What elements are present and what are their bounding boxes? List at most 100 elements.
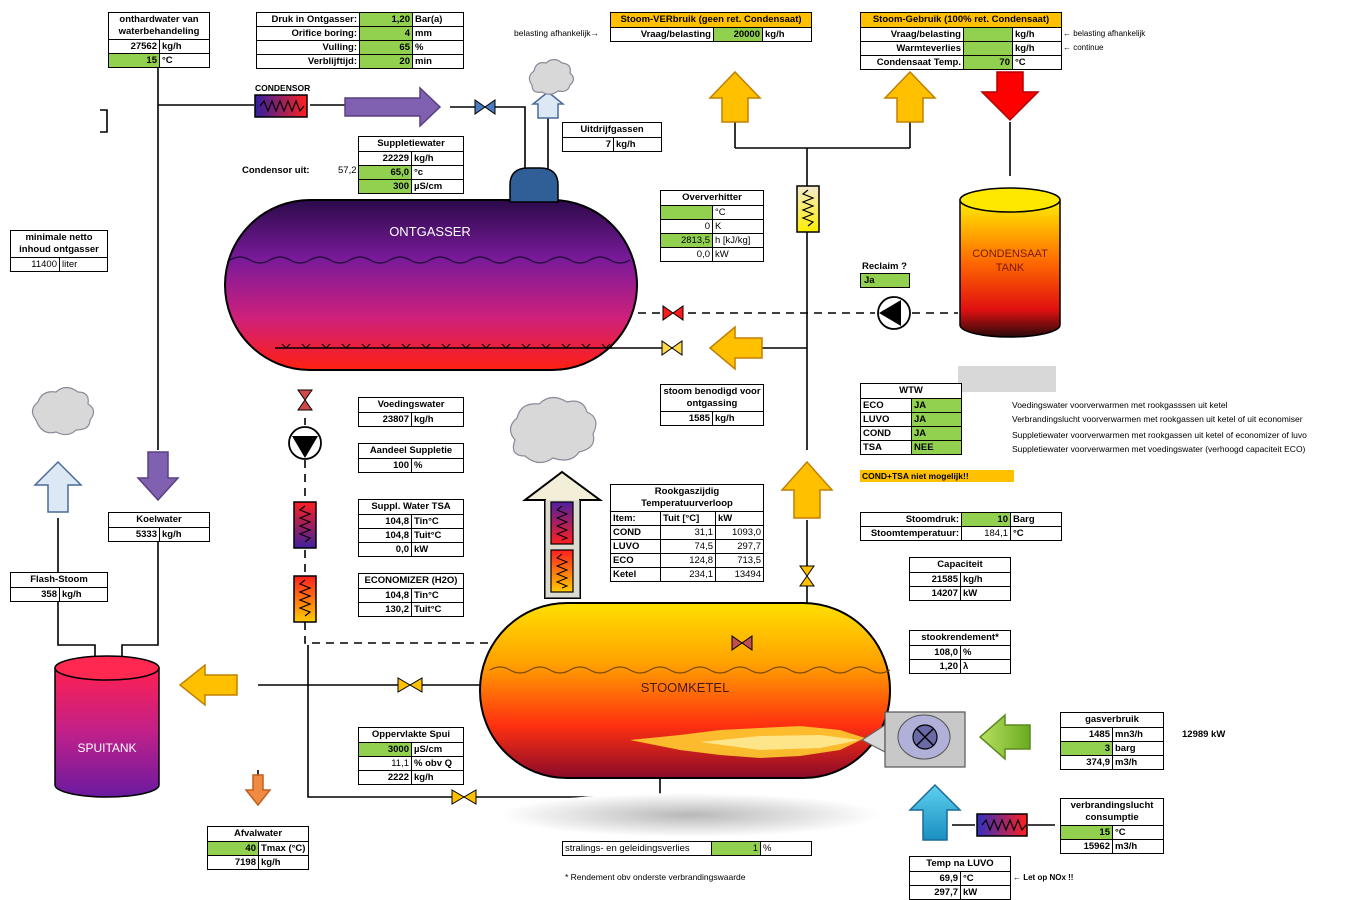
water-treatment-flow: 27562 (109, 40, 160, 53)
condensate-temp-value[interactable]: 70 (964, 56, 1013, 69)
wtw-tsa-value[interactable]: NEE (912, 441, 961, 454)
reclaim-valve (662, 305, 684, 321)
flue-gas-row-kw: 1093,0 (731, 527, 761, 538)
blowdown-title: Oppervlakte Spui (359, 728, 463, 743)
steam-consumption-unit: kg/h (765, 29, 785, 40)
residence-value[interactable]: 20 (360, 55, 413, 68)
nox-note: ← Let op NOx !! (1013, 873, 1074, 882)
deaerator-label: ONTGASSER (389, 224, 471, 239)
superheater-enthalpy-unit: h [kJ/kg] (715, 235, 751, 246)
steam-usage-title: Stoom-Gebruik (100% ret. Condensaat) (861, 13, 1061, 28)
makeup-share-unit: % (414, 460, 423, 471)
tsa-hx (293, 501, 317, 549)
demand-value[interactable] (964, 28, 1013, 41)
tsa-tin: 104,8 (359, 515, 412, 528)
flue-gas-row-kw: 13494 (734, 569, 761, 580)
capacity-flow-unit: kg/h (963, 574, 983, 585)
steam-consumption-label: Vraag/belasting (611, 28, 714, 41)
orifice-value[interactable]: 4 (360, 27, 413, 40)
wtw-eco-key: ECO (861, 399, 912, 412)
steam-consumption-value[interactable]: 20000 (714, 28, 763, 41)
flue-gas-header-kw: kW (718, 513, 733, 524)
vent-gas-title: Uitdrijfgassen (563, 123, 661, 138)
flow-arrows (33, 70, 1040, 841)
feedwater-unit: kg/h (414, 414, 434, 425)
flue-gas-header-item: Item: (611, 512, 661, 525)
economizer-tout: 130,2 (359, 603, 412, 616)
residence-unit: min (415, 56, 432, 67)
waste-water-temp-unit: Tmax (°C) (261, 843, 306, 854)
pumps (288, 296, 911, 460)
superheater-temp[interactable] (661, 206, 713, 219)
makeup-temp[interactable]: 65,0 (359, 166, 412, 179)
condensate-down-arrow (980, 71, 1040, 122)
wtw-eco-value[interactable]: JA (912, 399, 961, 412)
superheater-enthalpy[interactable]: 2813,5 (661, 234, 713, 247)
feedwater-valve (297, 389, 313, 411)
flue-gas-row-temp: 124,8 (661, 554, 716, 567)
blowdown-flow-unit: kg/h (414, 772, 434, 783)
efficiency-lambda: 1,20 (910, 660, 961, 673)
flue-gas-row-item: ECO (611, 554, 661, 567)
condensor-hx (254, 94, 308, 118)
radiation-loss-value[interactable]: 1 (712, 842, 761, 855)
combustion-air-temp[interactable]: 15 (1061, 826, 1113, 839)
heat-loss-value[interactable] (964, 42, 1013, 55)
steam-consumption-note: belasting afhankelijk→ (514, 28, 600, 38)
superheater-power: 0,0 (661, 248, 713, 261)
makeup-conductivity[interactable]: 300 (359, 180, 412, 193)
capacity-title: Capaciteit (910, 558, 1010, 573)
filling-value[interactable]: 65 (360, 41, 413, 54)
wtw-cond-desc: Suppletiewater voorverwarmen met rookgas… (1012, 430, 1307, 440)
warning-banner: COND+TSA niet mogelijk!! (860, 470, 1014, 482)
blowdown-percent: 11,1 (359, 757, 412, 770)
pressure-value[interactable]: 1,20 (360, 13, 413, 26)
gas-pressure[interactable]: 3 (1061, 742, 1113, 755)
economizer-tin: 104,8 (359, 589, 412, 602)
waste-water-arrow (244, 774, 272, 807)
steam-pressure-value[interactable]: 10 (962, 513, 1011, 526)
condensate-tank-label: CONDENSAAT TANK (972, 248, 1048, 274)
water-treatment-temp[interactable]: 15 (109, 54, 160, 67)
luvo-hx (976, 813, 1028, 837)
condensor-out-value: 57,2 (338, 165, 357, 176)
steam-temp-unit: °C (1013, 528, 1024, 539)
steam-up-arrow-2 (883, 70, 937, 123)
tsa-title: Suppl. Water TSA (359, 500, 463, 515)
tsa-tout: 104,8 (359, 529, 412, 542)
combustion-air-title-2: consumptie (1085, 812, 1139, 823)
radiation-loss-unit: % (763, 843, 772, 854)
deaeration-steam-valve (661, 340, 683, 356)
condensor-label: CONDENSOR (255, 83, 311, 93)
blowdown-conductivity-unit: µS/cm (414, 744, 443, 755)
wtw-tsa-key: TSA (861, 441, 912, 454)
flash-steam-up-arrow (33, 460, 83, 513)
blowdown-top-valve (397, 677, 423, 693)
feed-line-valve (731, 635, 753, 651)
boiler-label: STOOMKETEL (640, 680, 730, 695)
heat-loss-label: Warmteverlies (861, 42, 964, 55)
feedwater-value: 23807 (359, 413, 412, 426)
gas-actual-flow-unit: m3/h (1115, 757, 1138, 768)
blowdown-conductivity[interactable]: 3000 (359, 743, 412, 756)
pressure-label: Druk in Ontgasser: (257, 13, 360, 26)
condensate-temp-unit: °C (1015, 57, 1026, 68)
waste-water-temp[interactable]: 40 (208, 842, 259, 855)
tsa-power-unit: kW (414, 544, 429, 555)
gas-pressure-unit: barg (1115, 743, 1136, 754)
wtw-luvo-value[interactable]: JA (912, 413, 961, 426)
heat-loss-note: ← continue (1063, 43, 1104, 52)
steam-up-arrow-1 (708, 70, 762, 123)
reclaim-value[interactable]: Ja (860, 274, 910, 288)
wtw-cond-value[interactable]: JA (912, 427, 961, 440)
makeup-share-value: 100 (359, 459, 412, 472)
flue-gas-row-temp: 31,1 (661, 526, 716, 539)
